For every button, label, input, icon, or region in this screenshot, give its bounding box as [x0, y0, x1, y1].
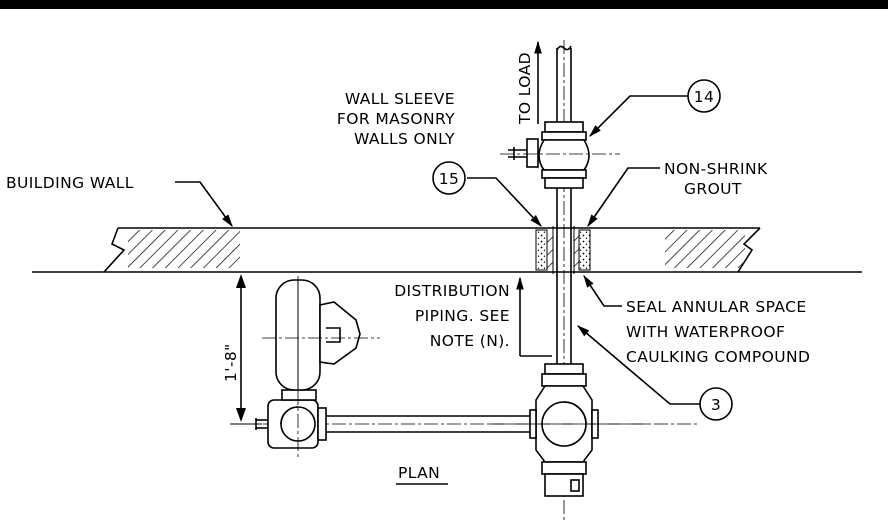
upper-valve	[500, 121, 620, 189]
callout-14: 14	[687, 79, 721, 113]
callout-3-number: 3	[711, 396, 721, 414]
wall-sleeve-note: WALL SLEEVE FOR MASONRY WALLS ONLY	[337, 90, 455, 148]
callout-14-number: 14	[694, 88, 715, 106]
wall-sleeve-line-2: FOR MASONRY	[337, 110, 455, 128]
to-load-label: TO LOAD	[516, 52, 534, 125]
callout-15-number: 15	[439, 170, 460, 188]
building-wall	[32, 227, 862, 273]
seal-annular-note: SEAL ANNULAR SPACE WITH WATERPROOF CAULK…	[626, 298, 810, 366]
plan-title: PLAN	[398, 464, 440, 482]
wall-sleeve	[535, 226, 591, 274]
wall-sleeve-line-1: WALL SLEEVE	[345, 90, 455, 108]
distribution-line-1: DISTRIBUTION	[394, 282, 510, 300]
actuator-body	[262, 276, 380, 460]
non-shrink-grout-note: NON-SHRINK GROUT	[664, 160, 768, 198]
grout-line-1: NON-SHRINK	[664, 160, 768, 178]
left-elbow	[255, 389, 327, 449]
distribution-leader	[516, 276, 552, 357]
grout-line-2: GROUT	[684, 180, 742, 198]
leader-lines	[175, 95, 700, 405]
callout-3: 3	[699, 387, 733, 421]
wall-sleeve-line-3: WALLS ONLY	[354, 130, 455, 148]
tee-fitting	[490, 363, 650, 497]
distribution-line-3: NOTE (N).	[430, 332, 510, 350]
distribution-piping-note: DISTRIBUTION PIPING. SEE NOTE (N).	[394, 282, 510, 350]
callout-15: 15	[432, 161, 466, 195]
to-load-indicator: TO LOAD	[516, 40, 542, 125]
seal-line-3: CAULKING COMPOUND	[626, 348, 810, 366]
dimension-1ft-8in: 1'-8"	[222, 271, 262, 425]
seal-line-1: SEAL ANNULAR SPACE	[626, 298, 807, 316]
title-border	[0, 0, 888, 9]
building-wall-label: BUILDING WALL	[6, 174, 134, 192]
distribution-line-2: PIPING. SEE	[415, 307, 510, 325]
view-title: PLAN	[396, 464, 448, 485]
seal-line-2: WITH WATERPROOF	[626, 323, 785, 341]
dimension-label: 1'-8"	[222, 343, 240, 382]
